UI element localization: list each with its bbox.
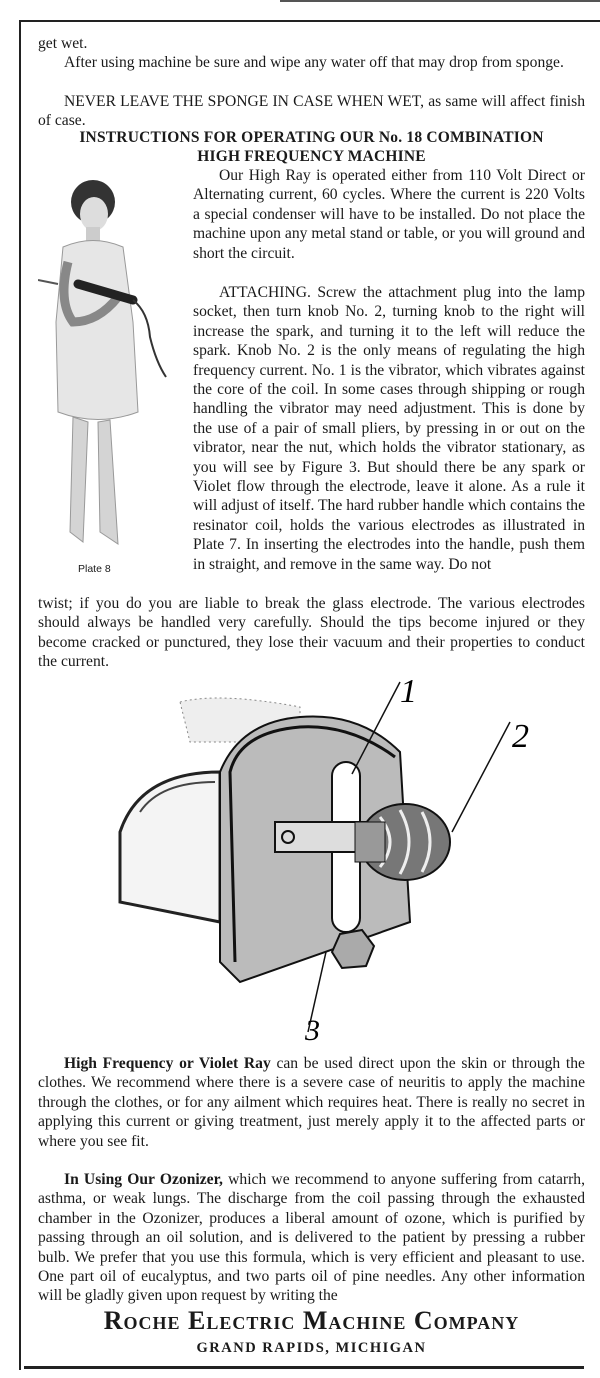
paragraph-attaching-continued: twist; if you do you are liable to break… (38, 595, 585, 671)
figure-label-3: 3 (304, 1014, 320, 1042)
page-border-top (19, 20, 600, 22)
ozonizer-text: which we recommend to anyone suffering f… (38, 1171, 585, 1305)
figure-label-1: 1 (400, 673, 417, 710)
plate-8-woman-illustration (38, 180, 167, 545)
violet-ray-text: can be used direct upon the skin or thro… (38, 1055, 585, 1150)
plate-8-caption: Plate 8 (78, 563, 111, 575)
page-border-bottom (24, 1366, 584, 1369)
heading-line-1: INSTRUCTIONS FOR OPERATING OUR No. 18 CO… (79, 129, 544, 146)
violet-ray-lead: High Frequency or Violet Ray (64, 1055, 271, 1072)
company-city: GRAND RAPIDS, MICHIGAN (196, 1340, 427, 1356)
ozonizer-lead: In Using Our Ozonizer, (64, 1171, 223, 1188)
figure-label-2: 2 (512, 718, 529, 755)
paragraph-violet-ray: High Frequency or Violet Ray can be used… (38, 1054, 585, 1151)
paragraph-wipe-water: After using machine be sure and wipe any… (64, 54, 564, 71)
paragraph-attaching: ATTACHING. Screw the attachment plug int… (193, 284, 585, 573)
paragraph-get-wet: get wet. (38, 35, 88, 52)
paragraph-operation: Our High Ray is operated either from 110… (193, 167, 585, 262)
paragraph-never-leave-sponge: NEVER LEAVE THE SPONGE IN CASE WHEN WET,… (38, 93, 585, 130)
page-border-left (19, 20, 21, 1370)
paragraph-ozonizer: In Using Our Ozonizer, which we recommen… (38, 1170, 585, 1306)
figure-3-machine-illustration: 1 2 3 (118, 673, 529, 1042)
scan-edge-line (280, 0, 600, 2)
company-name: Roche Electric Machine Company (103, 1306, 520, 1335)
heading-line-2: HIGH FREQUENCY MACHINE (197, 148, 426, 165)
section-heading: INSTRUCTIONS FOR OPERATING OUR No. 18 CO… (38, 128, 585, 166)
